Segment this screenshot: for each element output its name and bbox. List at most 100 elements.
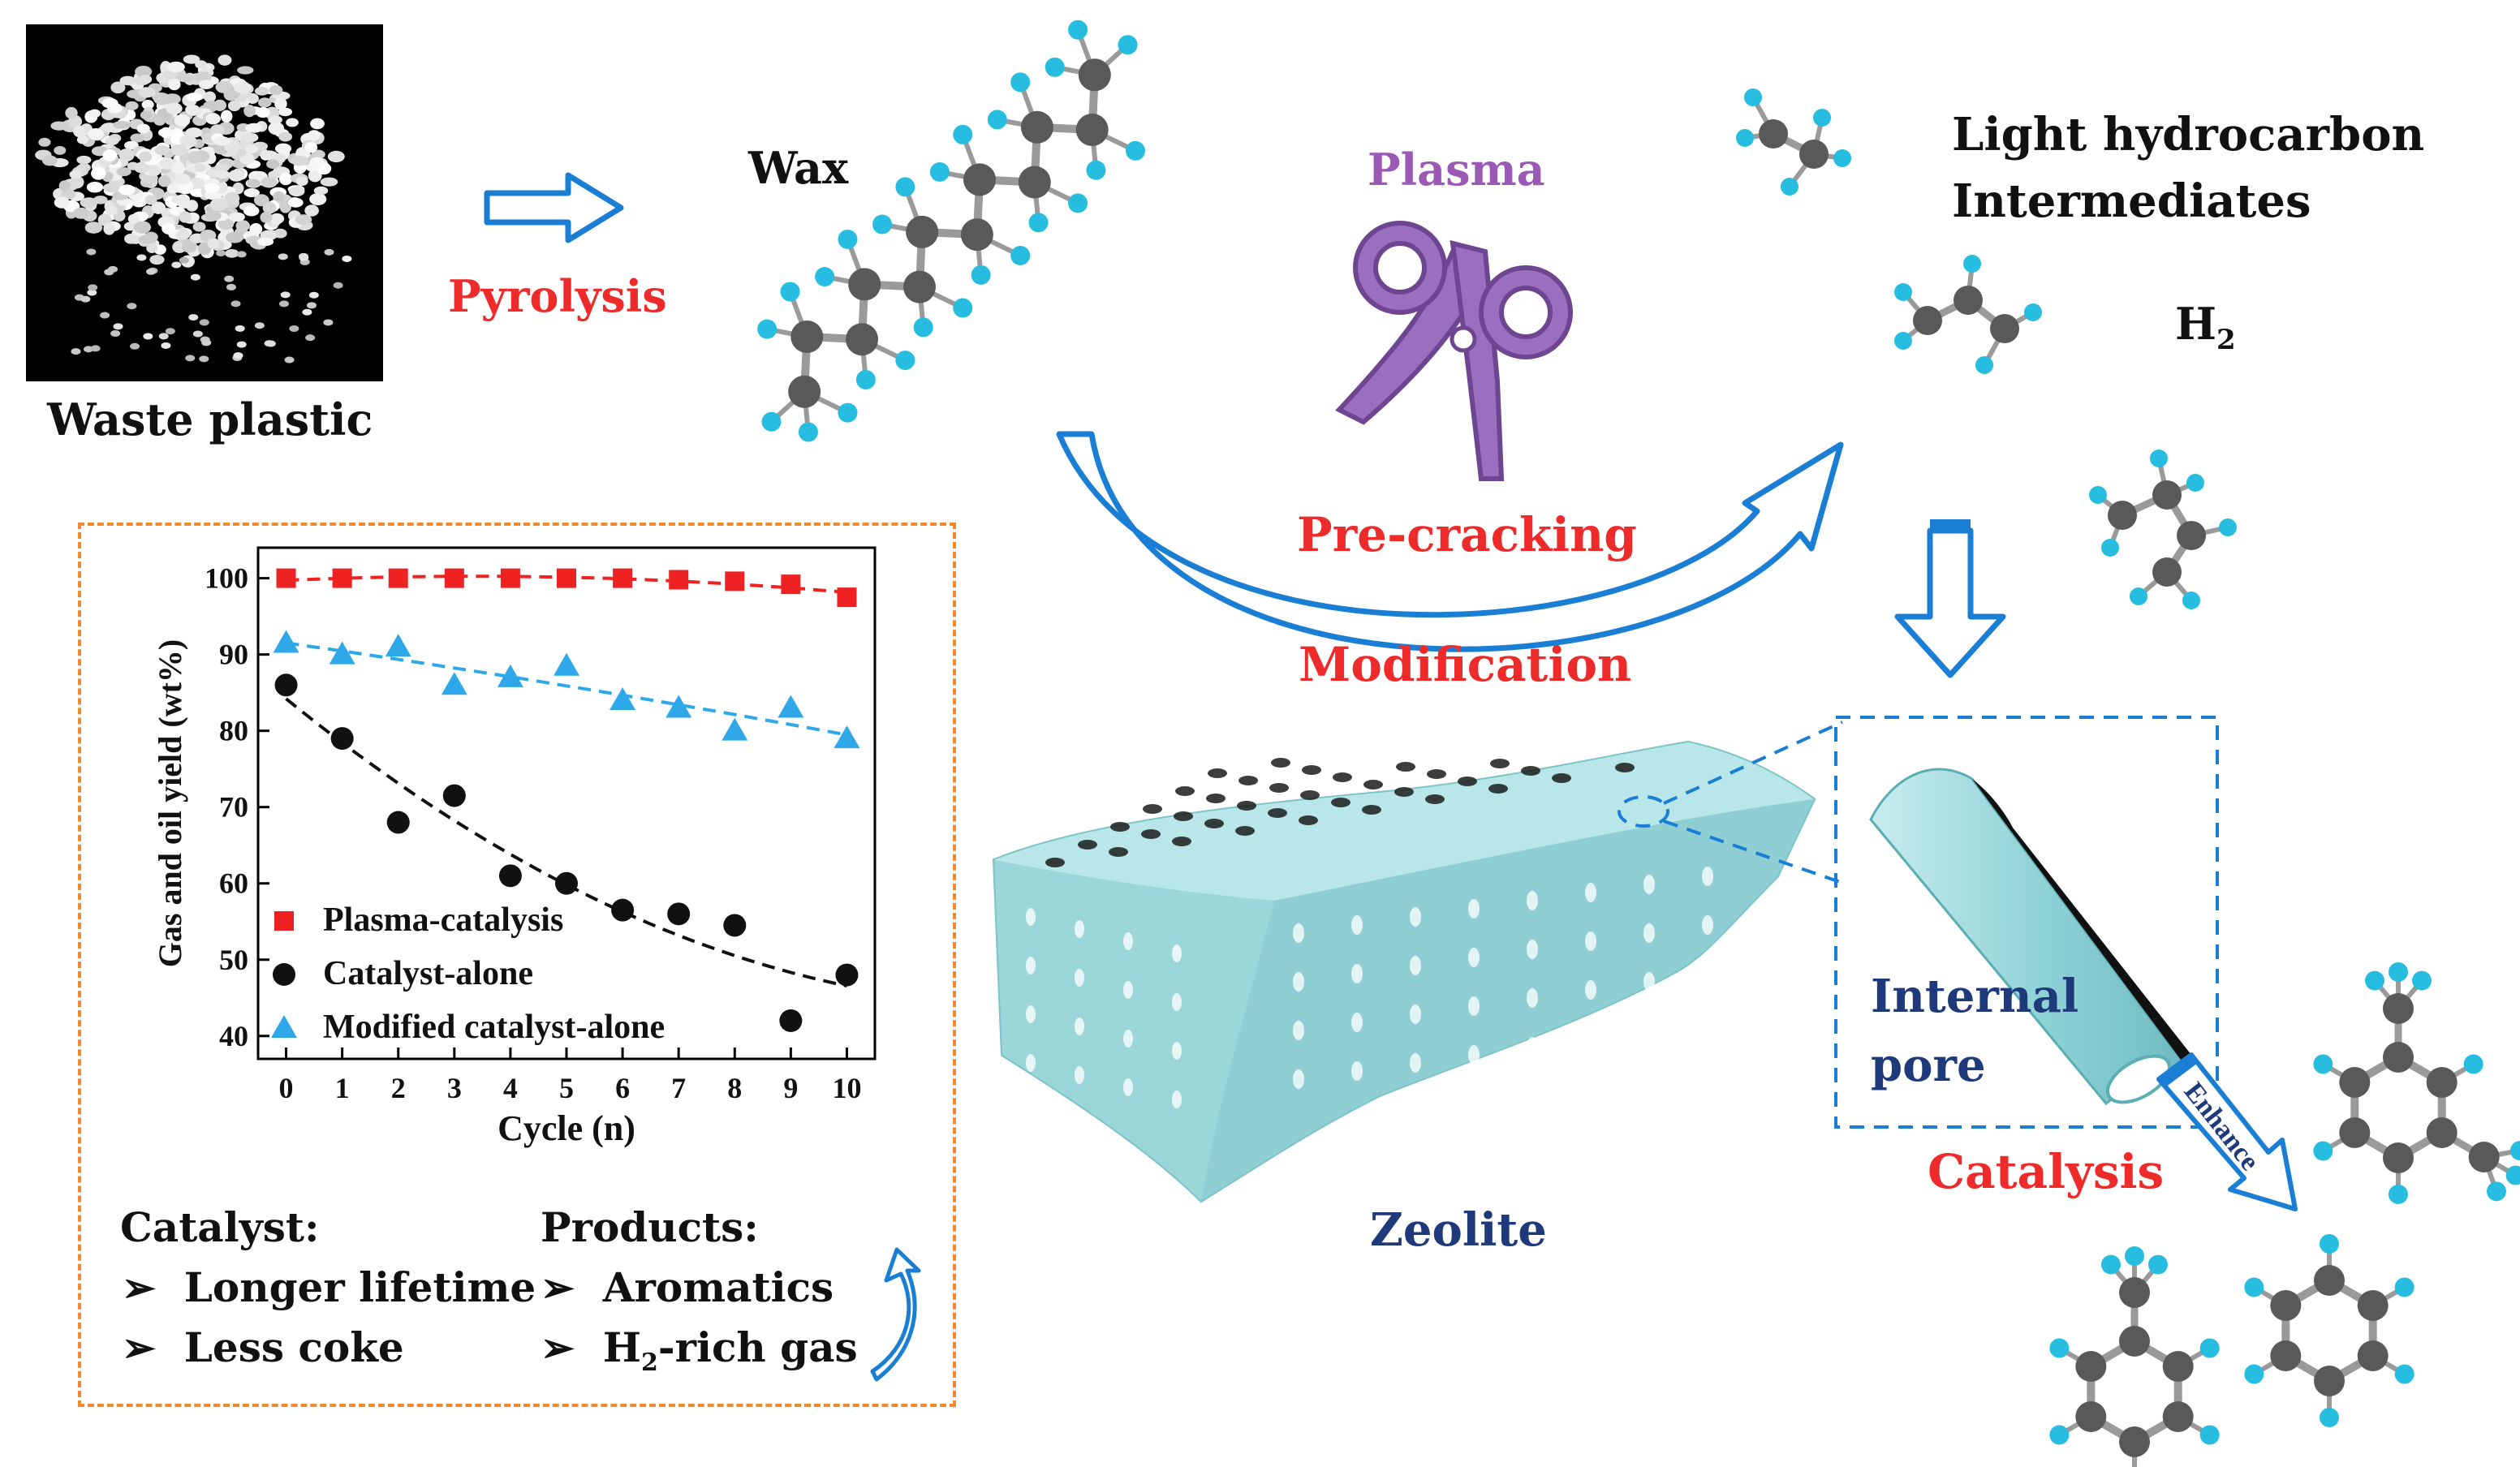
hydrogen-atom xyxy=(2509,1141,2520,1161)
plastic-pellet xyxy=(187,151,202,164)
hydrogen-atom xyxy=(838,402,858,423)
carbon-atom xyxy=(2162,1401,2194,1432)
down-arrow xyxy=(1894,519,2006,678)
zeolite-pore-hole xyxy=(1293,972,1304,992)
plastic-pellet xyxy=(218,218,235,230)
plastic-pellet xyxy=(124,233,138,244)
hydrogen-atom xyxy=(798,422,818,442)
plastic-pellet xyxy=(76,155,92,165)
zeolite-pore-hole xyxy=(1702,1013,1713,1032)
catalyst-heading: Catalyst: xyxy=(120,1203,320,1251)
carbon-atom xyxy=(1078,58,1111,92)
zeolite-pore-hole xyxy=(1143,804,1162,814)
data-point-circle xyxy=(611,898,635,922)
x-tick-label: 5 xyxy=(559,1072,574,1104)
legend-entry-label: Modified catalyst-alone xyxy=(323,1009,665,1046)
y-tick-label: 60 xyxy=(219,867,248,900)
plastic-pellet xyxy=(170,144,187,157)
zeolite-pore-hole xyxy=(1410,907,1421,927)
plastic-pellet xyxy=(198,80,214,89)
plastic-pellet xyxy=(71,348,81,355)
plastic-pellet xyxy=(280,291,291,299)
data-point-square xyxy=(444,568,464,588)
plastic-pellet xyxy=(207,238,220,249)
plastic-pellet xyxy=(209,124,225,137)
zeolite-pore-hole xyxy=(1643,923,1655,943)
plastic-pellet xyxy=(167,61,185,73)
plastic-pellet xyxy=(86,248,97,256)
intermediates-label: Intermediates xyxy=(1952,174,2311,228)
plastic-pellet xyxy=(76,135,89,144)
hydrogen-atom xyxy=(1781,178,1798,196)
hydrogen-atom xyxy=(2320,1408,2339,1427)
plastic-pellet xyxy=(41,155,58,166)
plastic-pellet xyxy=(130,342,140,350)
zeolite-pore-hole xyxy=(1527,1037,1538,1056)
carbon-atom xyxy=(902,270,936,303)
zeolite-pore-hole xyxy=(1269,783,1289,793)
plastic-pellet xyxy=(289,325,299,332)
plastic-pellet xyxy=(205,210,222,222)
plastic-pellet xyxy=(278,300,289,308)
plastic-pellet xyxy=(166,102,183,115)
plastic-pellet xyxy=(186,92,203,102)
zeolite-pore-hole xyxy=(1410,1005,1421,1024)
plastic-pellet xyxy=(73,125,85,138)
data-point-square xyxy=(725,571,745,592)
plastic-pellet xyxy=(154,145,170,156)
carbon-atom xyxy=(1799,140,1829,169)
zeolite-pore-hole xyxy=(1175,786,1195,796)
zeolite-pore-hole xyxy=(1468,899,1480,918)
plastic-pellet xyxy=(38,137,51,147)
catalyst-bullet-1: ➢ Longer lifetime xyxy=(122,1263,536,1311)
x-tick-label: 9 xyxy=(783,1072,798,1104)
data-point-triangle xyxy=(497,664,523,687)
zeolite-pore-hole xyxy=(1293,1021,1304,1040)
zeolite-pore-hole xyxy=(1702,915,1713,935)
plastic-pellet xyxy=(237,66,254,75)
zeolite-pore-hole xyxy=(1331,798,1350,807)
hydrogen-atom xyxy=(1010,72,1031,92)
y-tick-label: 70 xyxy=(219,791,248,824)
plastic-pellet xyxy=(218,54,232,66)
zeolite-pore-hole xyxy=(1643,1021,1655,1040)
plastic-pellet xyxy=(268,122,285,136)
x-axis-label: Cycle (n) xyxy=(498,1108,635,1148)
plastic-pellet xyxy=(183,54,200,64)
wax-chain-molecule xyxy=(757,19,1145,442)
y-tick-label: 80 xyxy=(219,715,248,747)
plastic-pellet xyxy=(311,149,325,160)
plastic-pellet xyxy=(309,157,325,170)
data-point-triangle xyxy=(385,634,411,657)
pre-cracking-label: Pre-cracking xyxy=(1297,507,1637,562)
enhance-arrow: Enhance xyxy=(2156,1052,2298,1211)
plastic-pellet xyxy=(236,251,247,258)
hydrogen-atom xyxy=(929,161,950,182)
hydrogen-atom xyxy=(913,317,933,338)
data-point-square xyxy=(274,911,294,931)
y-tick-label: 50 xyxy=(219,944,248,976)
zeolite-pore-hole xyxy=(1174,811,1193,821)
hydrogen-atom xyxy=(855,369,876,389)
hydrogen-atom xyxy=(2394,1277,2414,1297)
plastic-pellet xyxy=(130,133,145,143)
zeolite-pore-hole xyxy=(1527,891,1538,910)
zeolite-pore-hole xyxy=(1268,808,1287,818)
hydrogen-atom xyxy=(1833,149,1851,167)
hydrogen-atom xyxy=(780,282,800,302)
plastic-pellet xyxy=(60,188,76,200)
plastic-pellet xyxy=(153,116,166,126)
data-point-circle xyxy=(723,914,747,937)
plastic-pellet xyxy=(158,333,169,340)
zeolite-pore-hole xyxy=(1123,981,1133,999)
plastic-pellet xyxy=(185,355,196,362)
zeolite-pore-hole xyxy=(1302,765,1321,775)
plastic-pellet xyxy=(100,312,110,319)
plastic-pellet xyxy=(50,121,68,131)
carbon-atom xyxy=(2075,1351,2107,1382)
plastic-pellet xyxy=(286,118,299,127)
zeolite-pore-hole xyxy=(1026,1005,1036,1023)
zeolite-pore-hole xyxy=(1527,988,1538,1008)
hydrogen-atom xyxy=(2389,1185,2408,1204)
data-point-circle xyxy=(273,963,295,986)
